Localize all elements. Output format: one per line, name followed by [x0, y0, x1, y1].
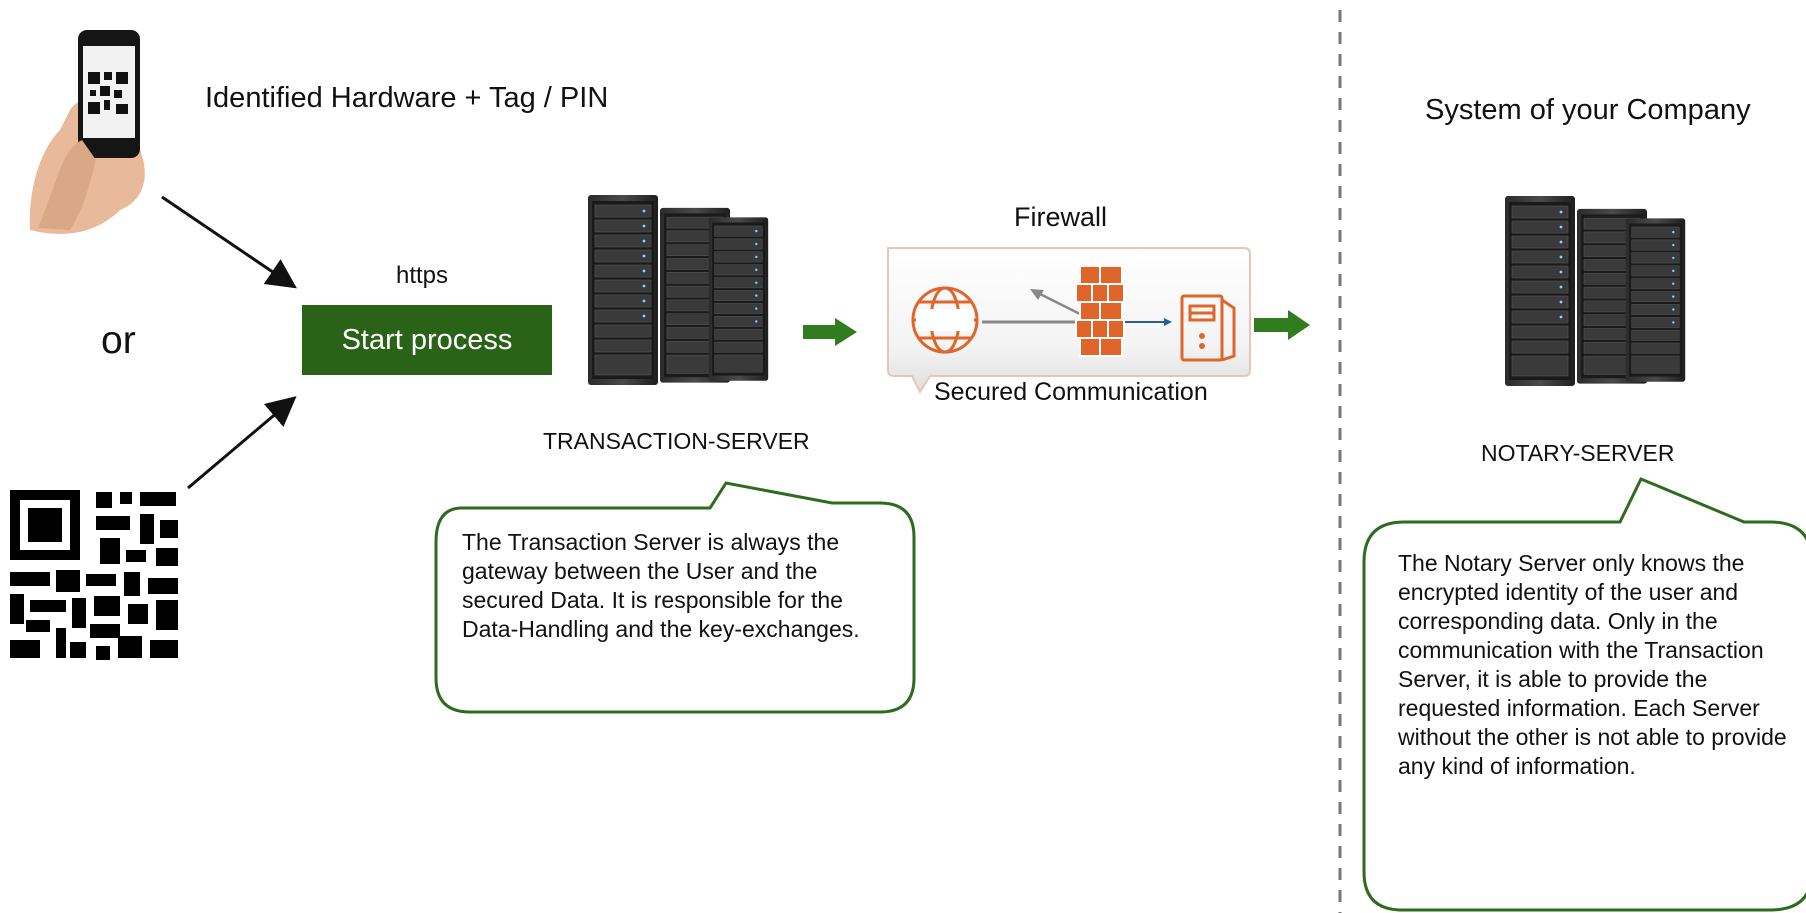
brick-wall-icon [1075, 265, 1125, 357]
notary-server-label: NOTARY-SERVER [1481, 440, 1675, 466]
arrow-qr-to-start [187, 396, 297, 490]
transaction-server-icon [587, 194, 769, 386]
secured-communication-label: Secured Communication [934, 378, 1208, 406]
transaction-callout-text: The Transaction Server is always the gat… [462, 529, 860, 642]
green-arrow-to-firewall [803, 318, 857, 346]
company-system-label: System of your Company [1425, 94, 1751, 126]
firewall-label: Firewall [1014, 202, 1108, 232]
notary-callout-text: The Notary Server only knows the encrypt… [1398, 550, 1787, 779]
https-label: https [396, 262, 449, 289]
computer-tower-icon [1180, 294, 1236, 362]
hardware-label: Identified Hardware + Tag / PIN [205, 82, 609, 114]
phone-qr-icon [29, 30, 145, 234]
arrow-phone-to-start [161, 195, 297, 289]
qr-code-icon [10, 490, 178, 660]
firewall-panel [887, 247, 1251, 395]
green-arrow-to-company [1254, 310, 1310, 340]
transaction-callout-bubble [434, 481, 916, 714]
notary-server-icon [1504, 195, 1686, 387]
transaction-server-label: TRANSACTION-SERVER [543, 428, 810, 454]
notary-callout-bubble [1362, 477, 1806, 912]
or-label: or [101, 319, 136, 362]
start-process-button[interactable]: Start process [302, 305, 552, 375]
